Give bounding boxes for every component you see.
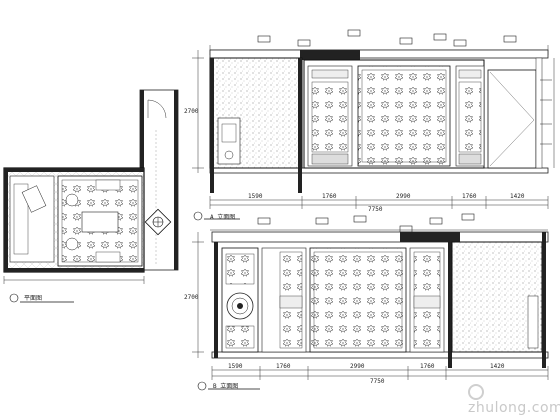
elevation-bottom-label: B 立面图 <box>213 383 239 390</box>
dim-top-5: 1420 <box>510 193 525 200</box>
watermark-logo-icon <box>468 384 484 400</box>
watermark-text: zhulong.com <box>468 400 560 416</box>
height-dim-bottom: 2700 <box>184 294 199 301</box>
dim-top-2: 1760 <box>322 193 337 200</box>
floor-plan <box>3 89 179 303</box>
dim-top-1: 1590 <box>248 193 263 200</box>
dim-top-total: 7750 <box>368 206 383 213</box>
elevation-top-label: A 立面图 <box>210 214 236 221</box>
dim-bottom-3: 2990 <box>350 363 365 370</box>
dim-bottom-2: 1760 <box>276 363 291 370</box>
elevation-top <box>192 29 555 209</box>
dim-bottom-4: 1760 <box>420 363 435 370</box>
dim-bottom-5: 1420 <box>490 363 505 370</box>
title-markers <box>193 211 260 391</box>
dim-bottom-total: 7750 <box>370 378 385 385</box>
watermark: zhulong.com <box>468 384 560 416</box>
dim-top-4: 1760 <box>462 193 477 200</box>
dim-top-3: 2990 <box>396 193 411 200</box>
elevation-bottom <box>192 213 549 380</box>
dim-bottom-1: 1590 <box>228 363 243 370</box>
height-dim-top: 2700 <box>184 108 199 115</box>
plan-label: 平面图 <box>24 295 43 302</box>
